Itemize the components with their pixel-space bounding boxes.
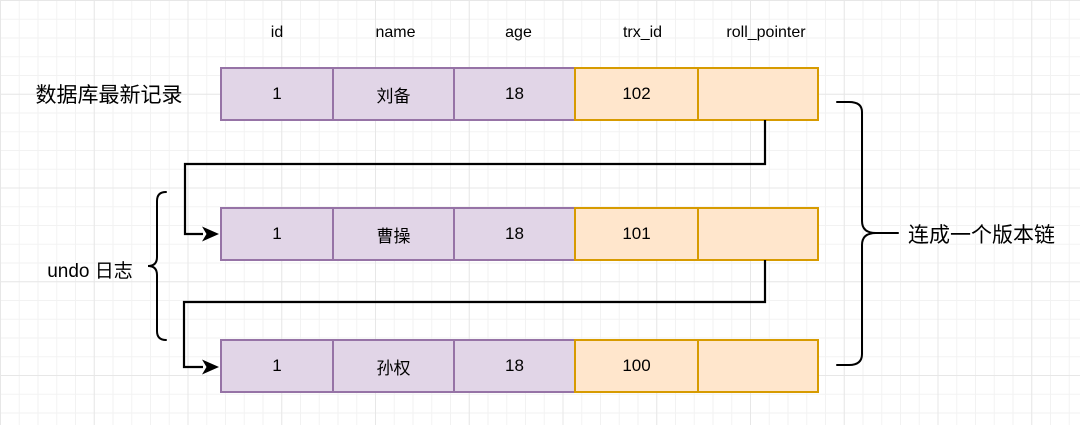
cell-roll-pointer <box>697 339 819 393</box>
column-headers: id name age trx_id roll_pointer <box>220 20 827 46</box>
column-header-trx-id: trx_id <box>622 24 663 41</box>
record-row-undo-1: 1 曹操 18 101 <box>220 207 827 261</box>
cell-age: 18 <box>453 339 576 393</box>
cell-trx-id: 101 <box>574 207 699 261</box>
cell-name: 曹操 <box>332 207 455 261</box>
latest-record-label: 数据库最新记录 <box>35 84 183 107</box>
cell-roll-pointer <box>697 207 819 261</box>
cell-trx-id: 102 <box>574 67 699 121</box>
column-header-id: id <box>270 24 284 41</box>
record-row-latest: 1 刘备 18 102 <box>220 67 827 121</box>
undo-log-brace <box>147 191 167 341</box>
undo-log-label: undo 日志 <box>47 260 133 282</box>
cell-roll-pointer <box>697 67 819 121</box>
column-header-roll-pointer: roll_pointer <box>726 24 806 41</box>
version-chain-brace <box>836 101 877 366</box>
column-header-age: age <box>505 24 532 41</box>
cell-trx-id: 100 <box>574 339 699 393</box>
cell-age: 18 <box>453 207 576 261</box>
roll-pointer-arrowhead-1 <box>202 226 219 242</box>
column-header-name: name <box>375 24 416 41</box>
roll-pointer-arrowhead-2 <box>202 359 219 375</box>
cell-id: 1 <box>220 339 334 393</box>
cell-name: 刘备 <box>332 67 455 121</box>
cell-name: 孙权 <box>332 339 455 393</box>
cell-id: 1 <box>220 207 334 261</box>
cell-age: 18 <box>453 67 576 121</box>
cell-id: 1 <box>220 67 334 121</box>
record-row-undo-2: 1 孙权 18 100 <box>220 339 827 393</box>
version-chain-label: 连成一个版本链 <box>908 224 1055 247</box>
